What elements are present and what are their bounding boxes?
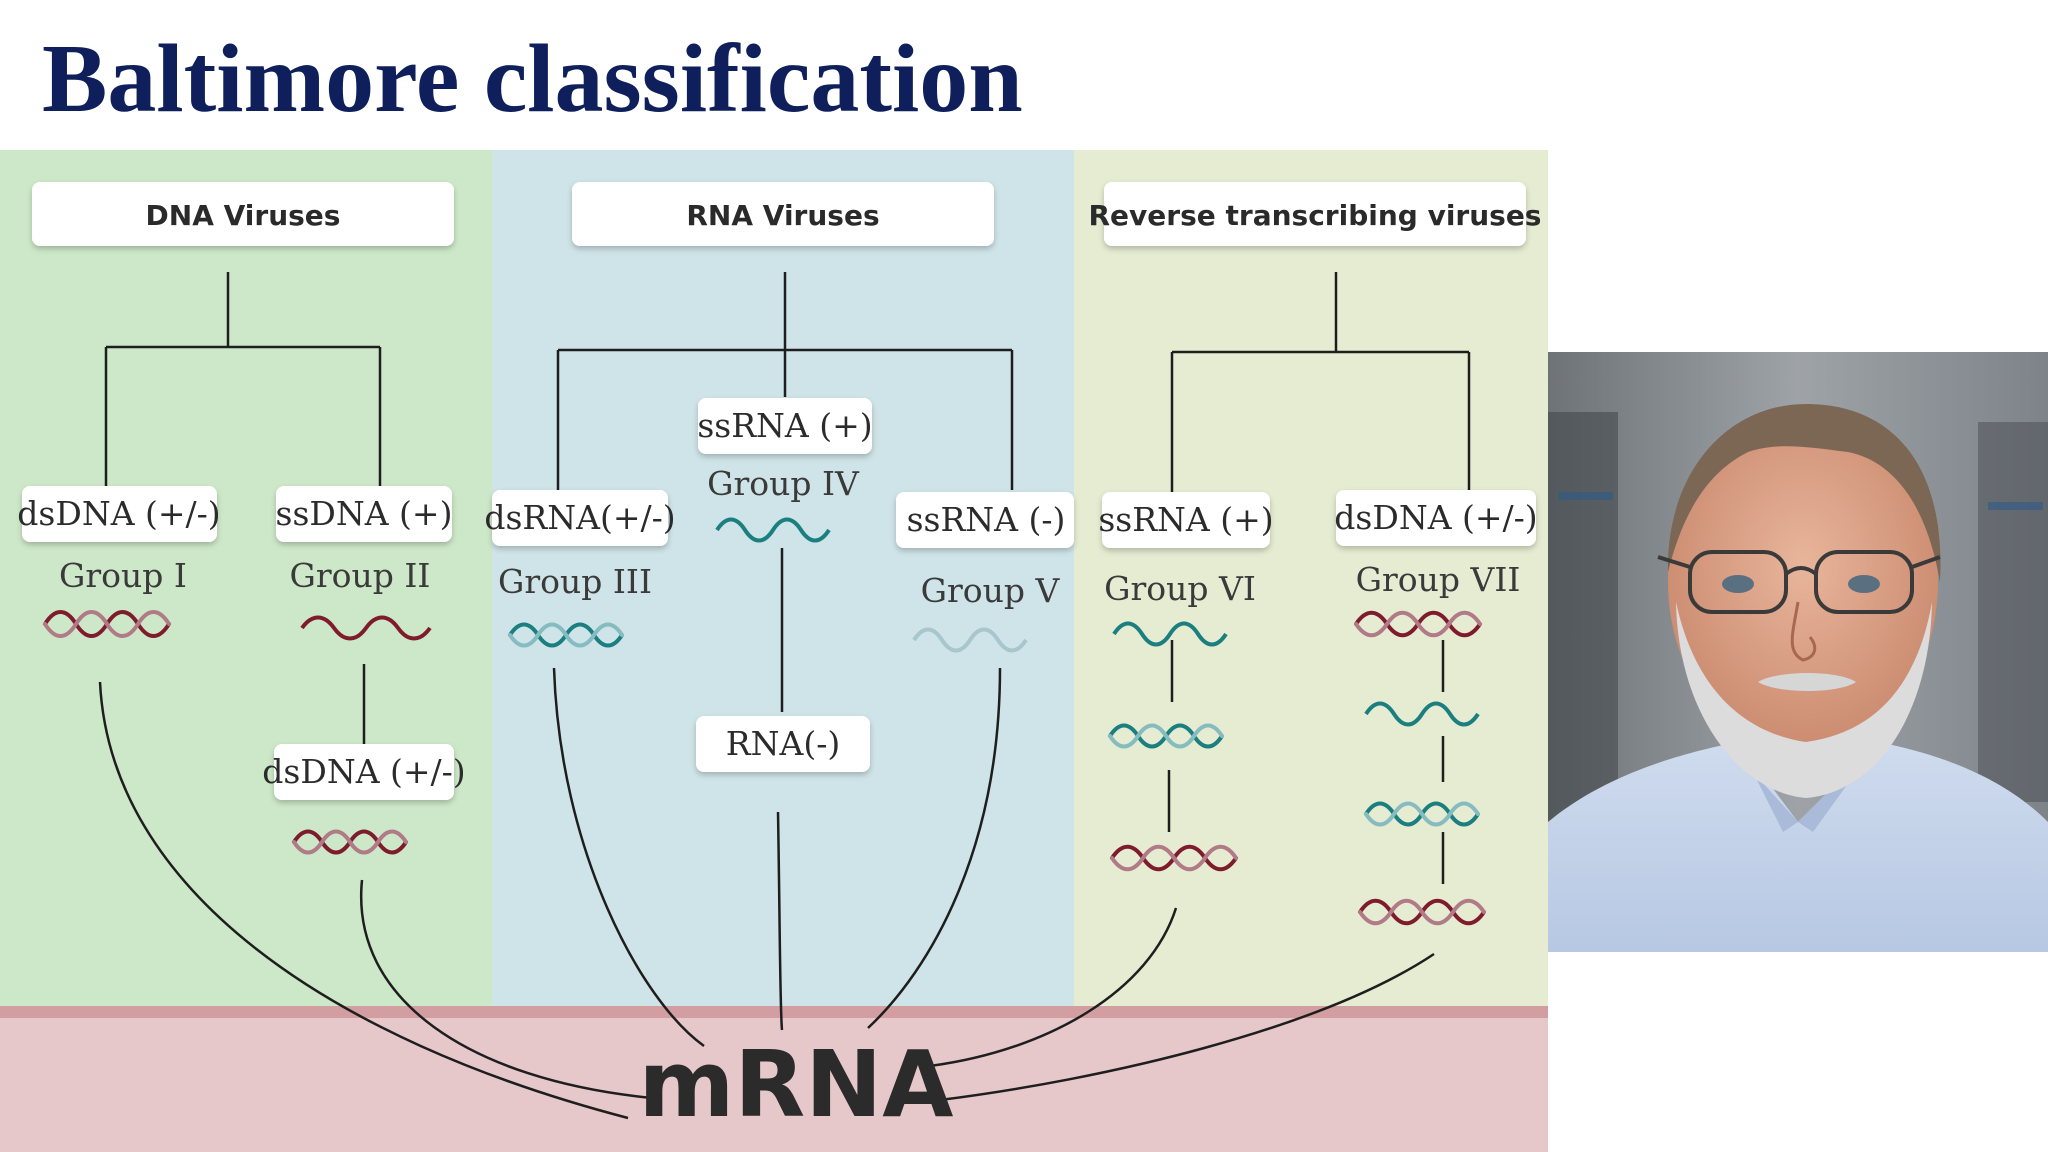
dsdna-helix [43, 610, 171, 638]
group-2-label: Group II [290, 556, 431, 595]
group-5-type: ssRNA (-) [907, 500, 1066, 539]
group-3: dsRNA(+/-) Group III [484, 490, 676, 648]
mrna-band-edge [0, 1006, 1548, 1018]
dsrna-helix [508, 622, 624, 648]
header-rna-viruses: RNA Viruses [572, 182, 994, 246]
slide-title: Baltimore classification [42, 25, 1023, 133]
group-6-type: ssRNA (+) [1098, 500, 1273, 539]
group-5: ssRNA (-) Group V [896, 492, 1074, 653]
group-2-intermediate: dsDNA (+/-) [262, 752, 465, 791]
mrna-band [0, 1010, 1548, 1152]
group-2: ssDNA (+) Group II dsDNA (+/-) [262, 486, 466, 855]
ssrna-strand [1112, 621, 1228, 647]
rna-dna-hybrid [1108, 723, 1224, 749]
group-7-type: dsDNA (+/-) [1334, 498, 1537, 537]
group-6: ssRNA (+) Group VI [1098, 492, 1274, 872]
baltimore-diagram: DNA Viruses RNA Viruses Reverse transcri… [0, 150, 1548, 1152]
mrna-label: mRNA [639, 1031, 954, 1138]
rna-dna-hybrid [1364, 801, 1480, 827]
header-rna-label: RNA Viruses [686, 199, 879, 232]
ssrna-strand [715, 517, 831, 543]
group-1-type: dsDNA (+/-) [17, 494, 220, 533]
group-7: dsDNA (+/-) Group VII [1334, 490, 1538, 926]
dna-panel [0, 150, 492, 1010]
header-dna-viruses: DNA Viruses [32, 182, 454, 246]
header-reverse-transcribing: Reverse transcribing viruses [1089, 182, 1542, 246]
header-rt-label: Reverse transcribing viruses [1089, 199, 1542, 232]
group-3-type: dsRNA(+/-) [484, 498, 675, 537]
mrna-connectors [98, 667, 1435, 1120]
group-1-label: Group I [59, 556, 187, 595]
group-4-type: ssRNA (+) [697, 406, 872, 445]
header-dna-label: DNA Viruses [146, 199, 341, 232]
group-4: ssRNA (+) Group IV RNA(-) [696, 398, 873, 772]
group-1: dsDNA (+/-) Group I [17, 486, 221, 638]
group-2-type: ssDNA (+) [276, 494, 453, 533]
group-3-label: Group III [498, 562, 652, 601]
ssrna-strand [1364, 701, 1480, 727]
tree-connectors [104, 272, 1471, 884]
group-4-label: Group IV [707, 464, 860, 503]
ssrna-minus-strand [912, 627, 1028, 653]
dsdna-helix [1354, 610, 1482, 638]
dsdna-helix [1110, 844, 1238, 872]
ssdna-strand [300, 615, 432, 641]
group-5-label: Group V [921, 571, 1061, 610]
dsdna-helix [292, 829, 408, 855]
group-4-intermediate: RNA(-) [726, 724, 840, 763]
group-7-label: Group VII [1356, 560, 1521, 599]
portrait-photo [1548, 352, 2048, 952]
group-6-label: Group VI [1104, 569, 1256, 608]
dsdna-helix [1358, 898, 1486, 926]
